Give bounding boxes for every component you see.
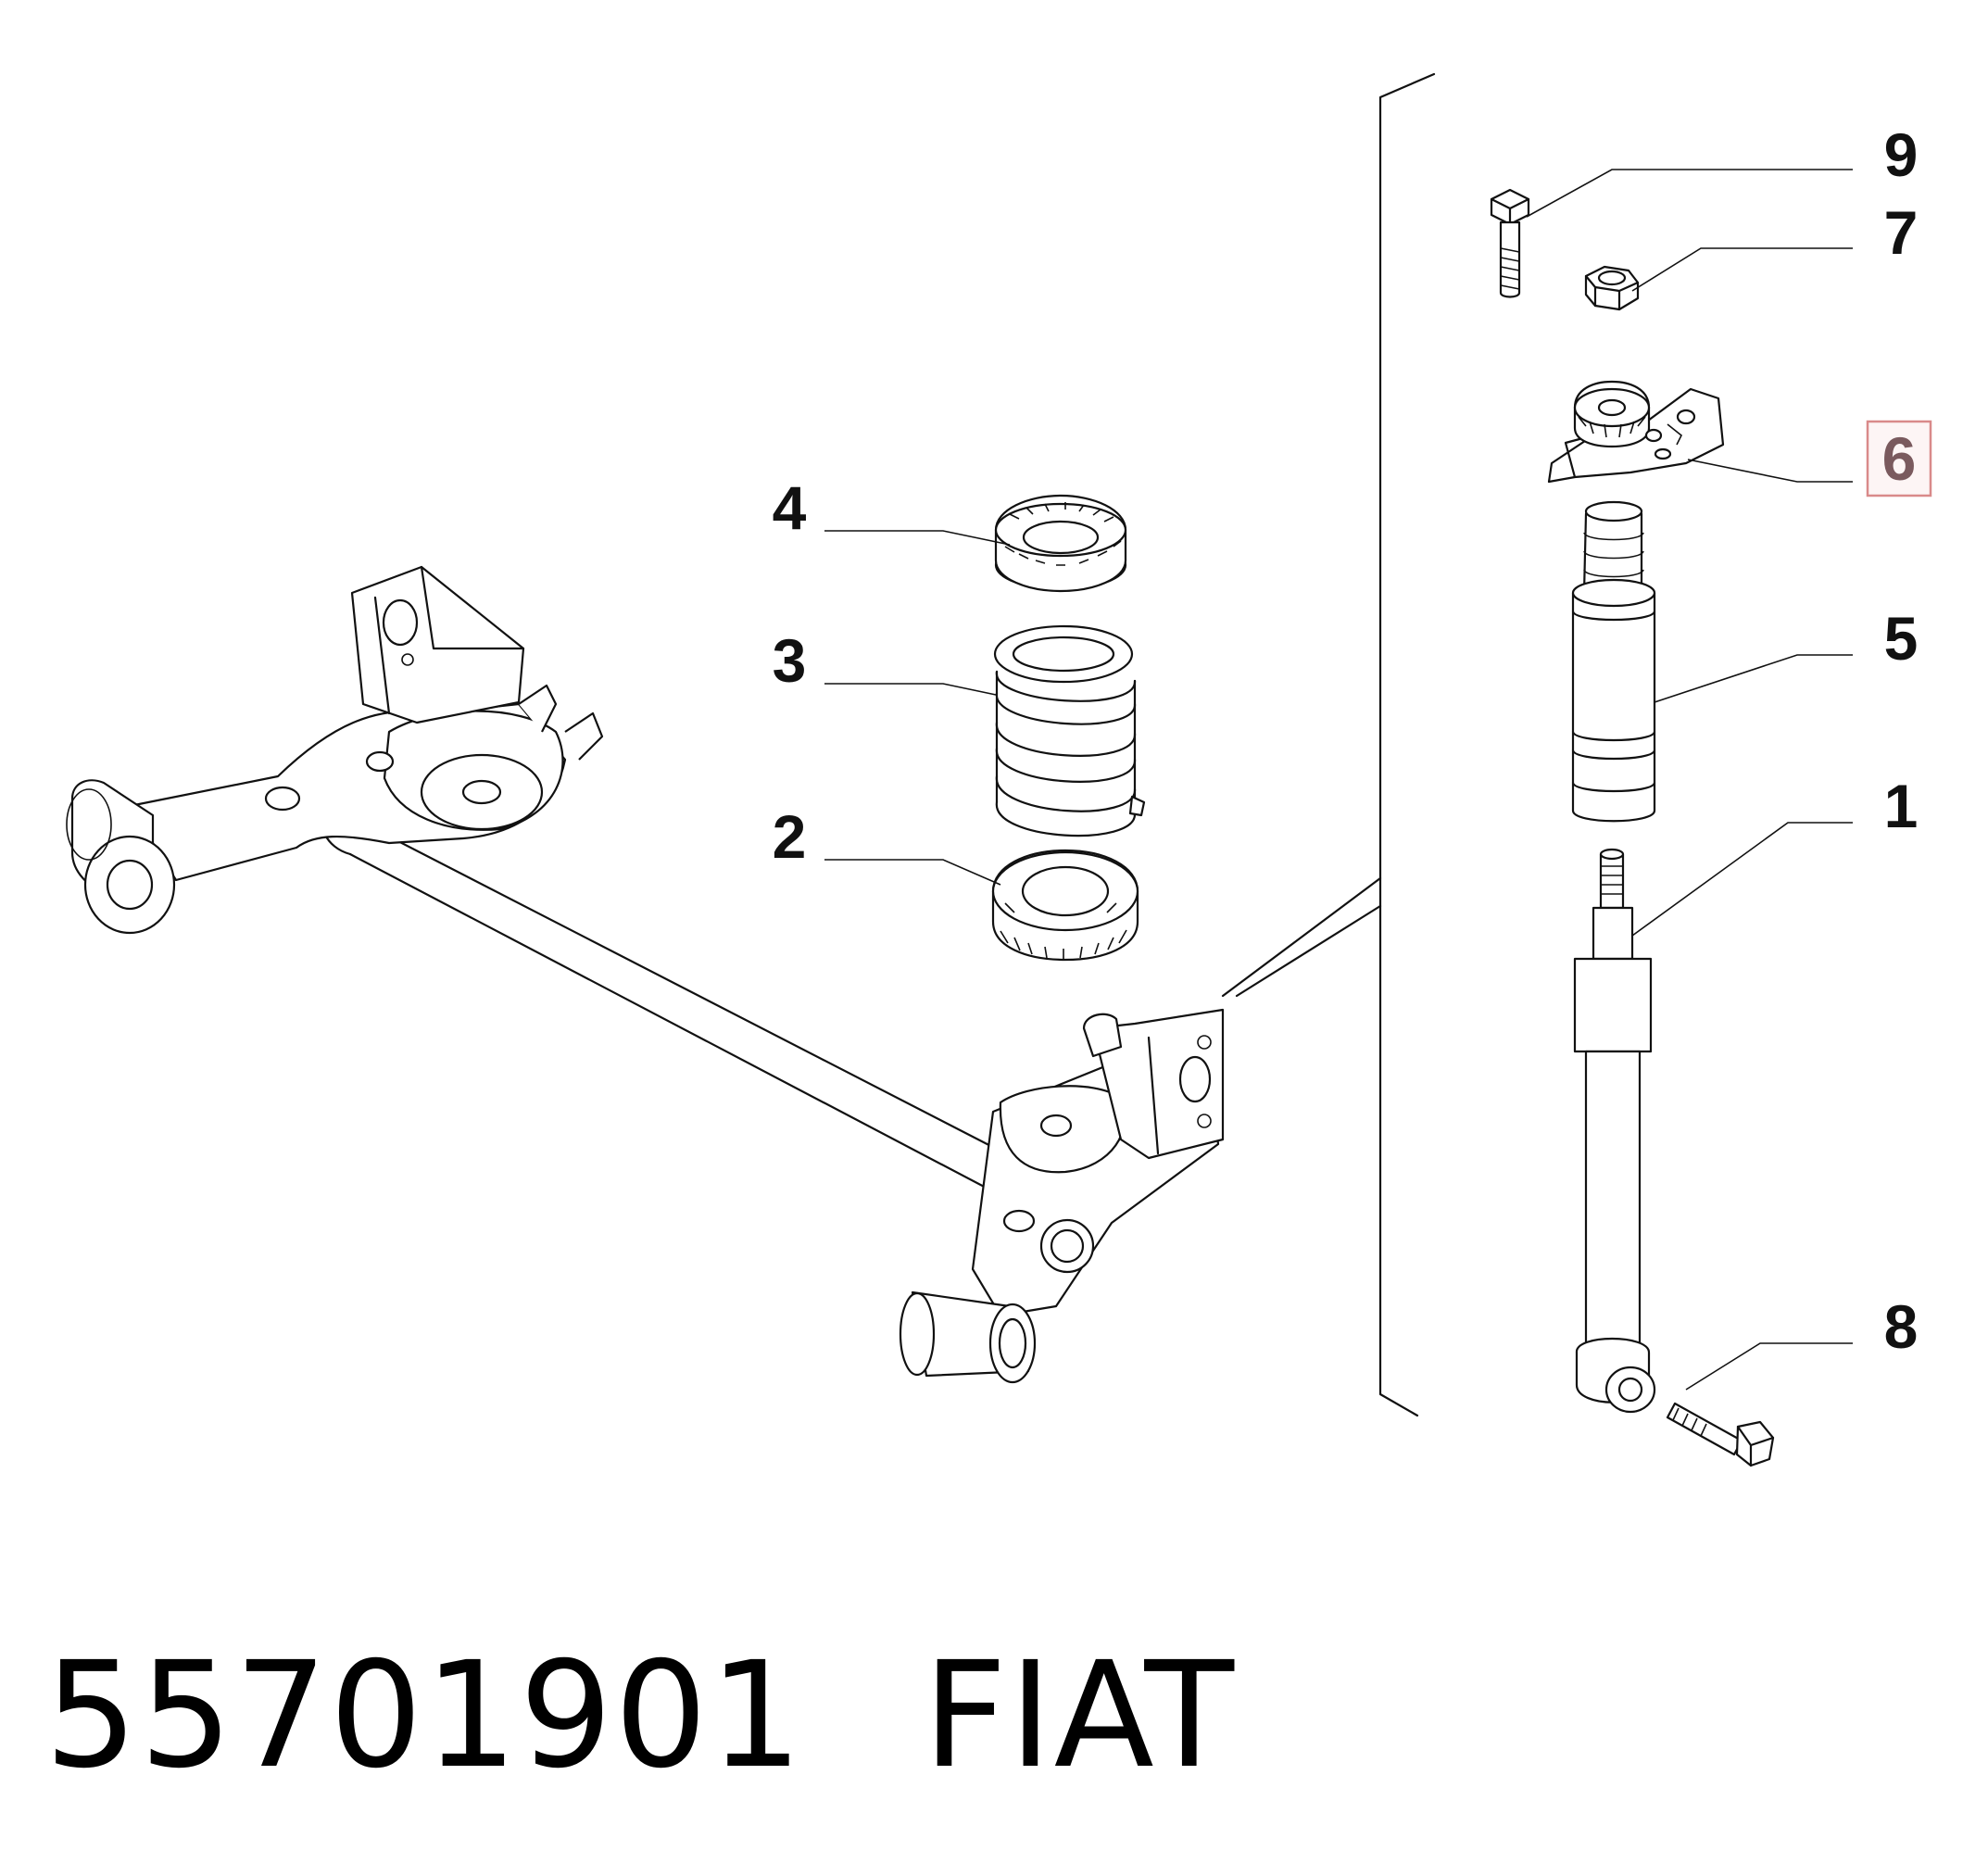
callout-4: 4 (773, 473, 807, 542)
shock-absorber (1573, 848, 1656, 1414)
callout-6-highlight (1866, 420, 1932, 497)
callout-3: 3 (773, 626, 807, 695)
callout-7: 7 (1884, 198, 1919, 267)
leader-lines (824, 169, 1853, 1391)
callout-8: 8 (1884, 1292, 1919, 1361)
coil-spring (993, 624, 1146, 837)
brand-name: FIAT (923, 1630, 1237, 1801)
callout-9: 9 (1884, 120, 1919, 189)
callout-5: 5 (1884, 604, 1919, 673)
rear-axle-beam (66, 565, 1225, 1384)
nut (1584, 265, 1640, 311)
callout-labels: 4 3 2 9 7 6 5 1 8 (773, 120, 1932, 1361)
callout-2: 2 (773, 802, 807, 871)
callout-6: 6 (1882, 424, 1917, 493)
bolt-bottom (1666, 1402, 1775, 1467)
part-number: 55701901 (44, 1630, 805, 1801)
lower-spring-pad (991, 849, 1139, 962)
group-bracket-line (1221, 72, 1436, 1417)
part-caption: 55701901 FIAT (44, 1630, 1236, 1801)
dust-cover-bumper (1571, 500, 1656, 823)
callout-1: 1 (1884, 772, 1919, 840)
bolt-top (1490, 188, 1530, 298)
upper-spring-pad (994, 494, 1127, 593)
upper-mount-bracket (1547, 380, 1725, 484)
